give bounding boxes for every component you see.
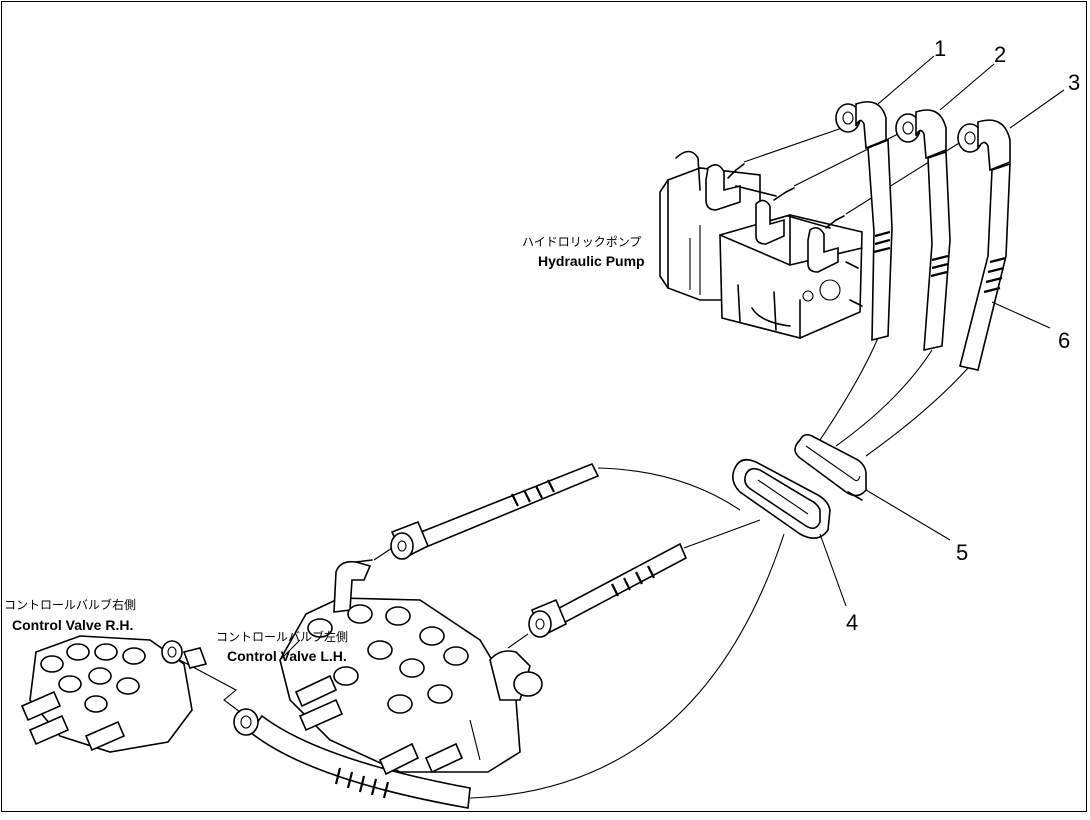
callout-3: 3 <box>1068 70 1080 95</box>
hose-2 <box>895 109 951 352</box>
part-5-clamp <box>794 433 867 501</box>
cv-lh-label-en: Control Valve L.H. <box>227 648 347 664</box>
pump-label-jp: ハイドロリックポンプ <box>522 235 641 249</box>
hose-3 <box>957 119 1011 371</box>
hose-routing-lines <box>819 337 969 457</box>
hose-1 <box>835 101 893 342</box>
callout-5: 5 <box>956 540 968 565</box>
callout-1: 1 <box>934 36 946 61</box>
pump-label-en: Hydraulic Pump <box>538 253 645 269</box>
callout-6: 6 <box>1058 328 1070 353</box>
lower-hose-bottom <box>175 533 785 809</box>
cv-lh-label-jp: コントロールバルブ左側 <box>216 629 348 644</box>
callout-4: 4 <box>846 610 858 635</box>
part-4-grommet <box>732 458 831 539</box>
callout-leaders <box>819 55 1065 607</box>
lower-hose-upper <box>373 462 741 561</box>
cv-rh-label-en: Control Valve R.H. <box>12 617 133 633</box>
cv-rh-label-jp: コントロールバルブ右側 <box>4 597 136 612</box>
callout-2: 2 <box>994 42 1006 67</box>
lower-hose-middle <box>507 519 761 649</box>
control-valve-lh <box>279 559 543 776</box>
hydraulic-pump <box>659 150 863 339</box>
control-valve-rh <box>20 635 208 753</box>
